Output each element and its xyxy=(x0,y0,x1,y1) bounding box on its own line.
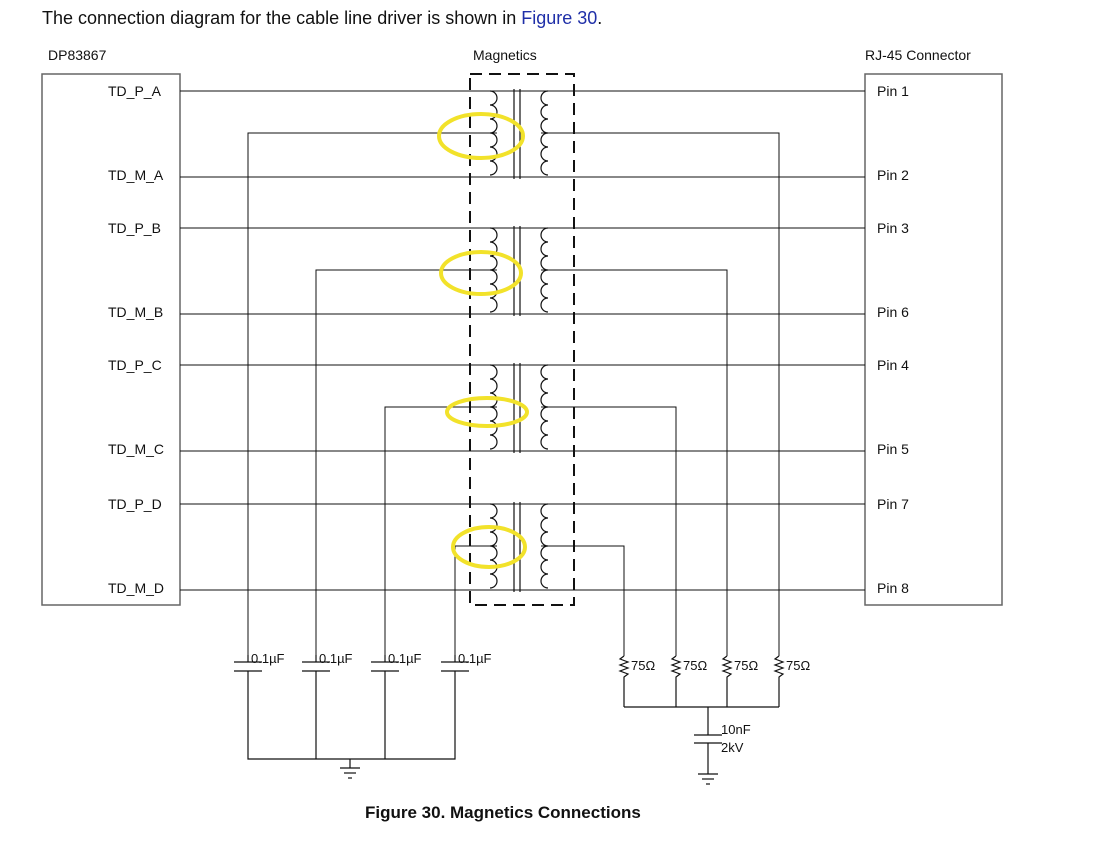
capacitor-value-2: 0.1µF xyxy=(319,651,353,666)
secondary-center-taps xyxy=(541,132,780,656)
pin-labels: Pin 1 Pin 2 Pin 3 Pin 6 Pin 4 Pin 5 Pin … xyxy=(877,83,909,596)
signal-label: TD_P_A xyxy=(108,83,162,99)
intro-text: The connection diagram for the cable lin… xyxy=(42,8,602,29)
pin-label: Pin 1 xyxy=(877,83,909,99)
highlight-ellipse-c xyxy=(445,396,529,428)
dp83867-box xyxy=(41,73,181,606)
shield-cap-voltage: 2kV xyxy=(721,740,744,755)
signal-label: TD_P_C xyxy=(108,357,162,373)
pin-label: Pin 2 xyxy=(877,167,909,183)
magnetics-dashed-box xyxy=(469,73,575,606)
resistor-value-4: 75Ω xyxy=(786,658,810,673)
transformer-c xyxy=(489,363,549,453)
primary-center-taps xyxy=(247,132,497,655)
highlight-ellipse-a xyxy=(437,112,525,160)
signal-lines xyxy=(180,90,865,591)
signal-labels: TD_P_A TD_M_A TD_P_B TD_M_B TD_P_C TD_M_… xyxy=(108,83,164,596)
magnetics-title: Magnetics xyxy=(473,47,537,63)
resistor-bank xyxy=(618,655,785,785)
dp83867-title: DP83867 xyxy=(48,47,107,63)
signal-label: TD_P_B xyxy=(108,220,161,236)
capacitor-bank xyxy=(234,655,469,779)
pin-label: Pin 8 xyxy=(877,580,909,596)
figure-link[interactable]: Figure 30 xyxy=(521,8,598,28)
rj45-title: RJ-45 Connector xyxy=(865,47,971,63)
signal-label: TD_M_C xyxy=(108,441,164,457)
capacitor-value-4: 0.1µF xyxy=(458,651,492,666)
signal-label: TD_M_B xyxy=(108,304,163,320)
highlight-ellipse-d xyxy=(451,525,527,569)
resistor-value-2: 75Ω xyxy=(683,658,707,673)
transformer-d xyxy=(489,502,549,592)
intro-period: . xyxy=(597,8,603,28)
signal-label: TD_M_A xyxy=(108,167,164,183)
highlight-rings xyxy=(437,112,529,569)
pin-label: Pin 3 xyxy=(877,220,909,236)
resistor-value-1: 75Ω xyxy=(631,658,655,673)
highlight-ellipse-b xyxy=(439,250,523,296)
rj45-connector-box xyxy=(864,73,1003,606)
figure-caption: Figure 30. Magnetics Connections xyxy=(365,803,641,822)
transformer-a xyxy=(489,89,549,179)
signal-label: TD_P_D xyxy=(108,496,162,512)
capacitor-value-1: 0.1µF xyxy=(251,651,285,666)
shield-cap-value: 10nF xyxy=(721,722,751,737)
resistor-value-3: 75Ω xyxy=(734,658,758,673)
intro-sentence: The connection diagram for the cable lin… xyxy=(42,8,522,28)
pin-label: Pin 7 xyxy=(877,496,909,512)
signal-label: TD_M_D xyxy=(108,580,164,596)
pin-label: Pin 6 xyxy=(877,304,909,320)
capacitor-value-3: 0.1µF xyxy=(388,651,422,666)
pin-label: Pin 5 xyxy=(877,441,909,457)
pin-label: Pin 4 xyxy=(877,357,909,373)
